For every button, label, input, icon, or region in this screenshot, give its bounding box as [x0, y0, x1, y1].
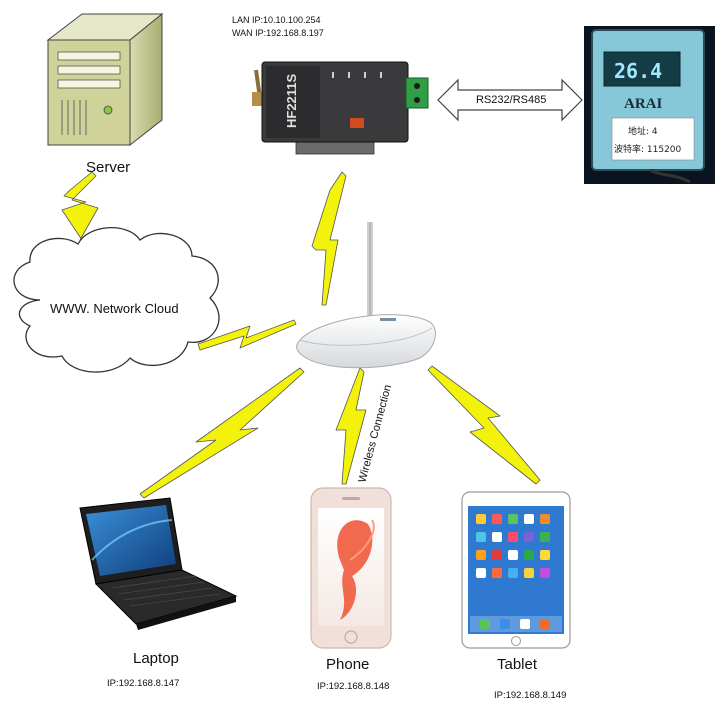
laptop-ip-label: IP:192.168.8.147 [107, 678, 180, 689]
svg-text:26.4: 26.4 [614, 59, 662, 83]
laptop-icon [79, 497, 238, 630]
svg-text:ARAI: ARAI [624, 96, 662, 112]
tablet-label: Tablet [497, 656, 538, 673]
phone-label: Phone [326, 656, 370, 673]
cloud-label: WWW. Network Cloud [50, 301, 179, 316]
meter-device-icon: 26.4 ARAI 地址: 4 波特率: 115200 [584, 26, 715, 184]
bolt-router-laptop [139, 367, 305, 499]
rs232-rs485-label: RS232/RS485 [476, 94, 547, 106]
laptop-label: Laptop [133, 650, 179, 667]
bolt-cloud-router [197, 319, 297, 351]
server-icon [46, 12, 164, 147]
lightning-bolts [61, 171, 541, 499]
phone-ip-label: IP:192.168.8.148 [317, 681, 390, 692]
rs232-double-arrow [437, 78, 583, 122]
svg-text:地址: 4: 地址: 4 [628, 125, 658, 137]
router-icon [296, 222, 436, 369]
lan-ip-label: LAN IP:10.10.100.254 [232, 15, 321, 25]
bolt-converter-router [311, 171, 347, 306]
phone-icon [310, 487, 392, 649]
bolt-router-tablet [427, 365, 541, 485]
svg-text:波特率: 115200: 波特率: 115200 [614, 143, 682, 155]
server-label: Server [86, 159, 131, 176]
tablet-app-grid [470, 514, 562, 632]
svg-text:HF2211S: HF2211S [284, 73, 299, 128]
converter-device-icon: HF2211S [252, 61, 429, 155]
wan-ip-label: WAN IP:192.168.8.197 [232, 28, 324, 38]
bolt-router-phone [335, 367, 367, 485]
tablet-icon [461, 491, 571, 649]
bolt-server-cloud [61, 171, 99, 241]
tablet-ip-label: IP:192.168.8.149 [494, 690, 567, 701]
cloud-shape [13, 227, 220, 373]
